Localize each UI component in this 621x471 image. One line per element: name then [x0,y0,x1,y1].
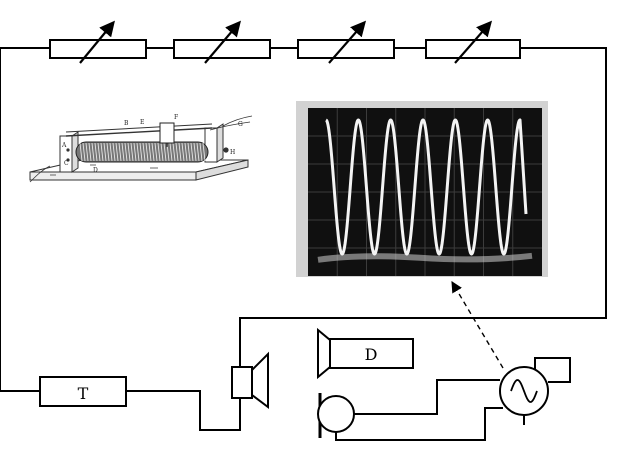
variable-resistor-1[interactable] [49,20,147,64]
coil-turn [169,142,173,162]
coil-turn [133,142,137,162]
coil-turn [196,142,200,162]
variable-resistor-icon [173,39,271,59]
variable-resistor-3[interactable] [297,20,395,64]
coil-turn [94,142,98,162]
loudspeaker-icon [231,366,253,399]
transformer[interactable]: T [39,376,127,407]
coil-turn [79,142,83,162]
coil-turn [190,142,194,162]
coil-turn [136,142,140,162]
coil-turn [118,142,122,162]
rheostat-letter-c: C [64,160,69,167]
coil-turn [187,142,191,162]
detector-label: D [365,345,378,364]
coil-turn [151,142,155,162]
detector[interactable]: D [317,327,414,380]
coil-turn [97,142,101,162]
coil-turn [193,142,197,162]
variable-resistor-2[interactable] [173,20,271,64]
coil-turn [184,142,188,162]
coil-turn [154,142,158,162]
rheostat-letter-f: F [174,114,178,121]
rheostat-letter-g: G [238,121,243,128]
rheostat-letter-a: A [61,142,67,149]
coil-turn [178,142,182,162]
coil-turn [109,142,113,162]
oscilloscope-trace [324,118,528,256]
oscilloscope-baseline [317,252,533,263]
coil-turn [112,142,116,162]
coil-turn [139,142,143,162]
coil-turn [148,142,152,162]
coil-turn [145,142,149,162]
coil-turn [160,142,164,162]
loudspeaker[interactable] [231,351,269,409]
coil-turn [163,142,167,162]
transformer-label: T [78,384,89,403]
signal-arrow [451,281,504,369]
signal-generator[interactable] [499,366,549,416]
rheostat-coil-turns [79,142,206,162]
sliding-rheostat: A B C D E F G H [29,114,253,183]
rheostat-letter-h: H [230,149,235,156]
rheostat-letter-e: E [140,119,144,126]
generator-wiring [335,357,571,441]
rheostat-letter-b: B [124,120,129,127]
coil-turn [199,142,203,162]
coil-turn [157,142,161,162]
coil-turn [172,142,176,162]
coil-turn [82,142,86,162]
microphone[interactable] [317,393,355,438]
coil-turn [106,142,110,162]
rheostat-slider [159,122,175,144]
coil-turn [124,142,128,162]
coil-turn [100,142,104,162]
coil-turn [130,142,134,162]
coil-turn [103,142,107,162]
coil-turn [175,142,179,162]
rheostat-letter-d: D [93,167,98,174]
oscilloscope-screen [296,101,548,277]
coil-turn [202,142,206,162]
variable-resistor-icon [297,39,395,59]
coil-turn [91,142,95,162]
coil-turn [181,142,185,162]
coil-turn [115,142,119,162]
coil-turn [88,142,92,162]
coil-turn [142,142,146,162]
coil-turn [127,142,131,162]
microphone-icon [317,395,355,433]
coil-turn [85,142,89,162]
variable-resistor-4[interactable] [425,20,521,64]
coil-turn [121,142,125,162]
variable-resistor-icon [425,39,521,59]
